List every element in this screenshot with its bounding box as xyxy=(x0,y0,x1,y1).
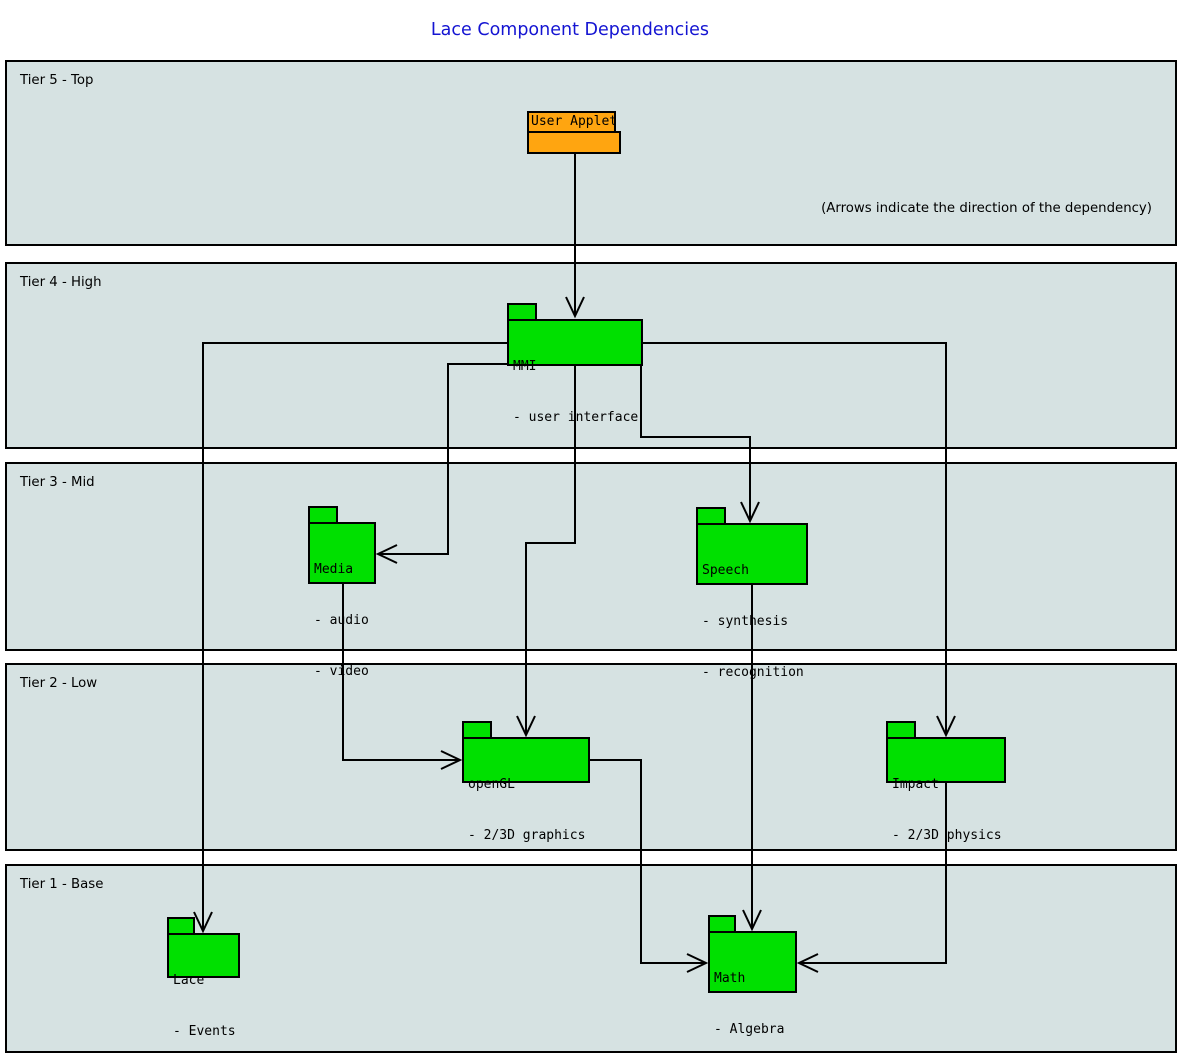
edge-impact-to-math xyxy=(796,783,947,973)
dependency-note: (Arrows indicate the direction of the de… xyxy=(821,201,1152,216)
node-lace-body: Lace - Events xyxy=(167,933,240,1039)
tier-5-label: Tier 5 - Top xyxy=(20,73,94,88)
node-opengl-tab xyxy=(462,721,492,737)
node-math-tab xyxy=(708,915,736,931)
tier-1-label: Tier 1 - Base xyxy=(20,877,104,892)
node-impact-name: Impact xyxy=(892,777,939,792)
node-media-name: Media xyxy=(314,562,354,577)
node-user-applet-body xyxy=(527,131,621,154)
node-speech-line: - recognition xyxy=(702,665,804,680)
node-lace-name: Lace xyxy=(173,973,205,988)
node-mmi-name: MMI xyxy=(513,359,537,374)
node-impact-body: Impact - 2/3D physics xyxy=(886,737,1006,843)
tier-4-label: Tier 4 - High xyxy=(20,275,102,290)
node-speech-body: Speech - synthesis - recognition xyxy=(696,523,808,680)
node-user-applet-label: User Applet xyxy=(527,111,617,133)
node-opengl-body: openGL - 2/3D graphics xyxy=(462,737,590,843)
node-media-line: - audio xyxy=(314,613,369,628)
node-speech-line: - synthesis xyxy=(702,614,789,629)
edge-media-to-opengl xyxy=(342,584,463,770)
edge-mmi-to-impact xyxy=(643,342,956,738)
edge-mmi-to-media xyxy=(375,363,507,564)
node-mmi-body: MMI - user interface xyxy=(507,319,643,425)
node-impact: Impact - 2/3D physics xyxy=(886,721,1006,843)
node-opengl-name: openGL xyxy=(468,777,515,792)
node-opengl-line: - 2/3D graphics xyxy=(468,828,586,843)
node-math: Math - Algebra - Geometry xyxy=(708,915,797,1037)
tier-2-band: Tier 2 - Low xyxy=(5,663,1177,851)
tier-2-label: Tier 2 - Low xyxy=(20,676,98,691)
node-math-name: Math xyxy=(714,971,746,986)
node-user-applet: User Applet xyxy=(527,111,621,154)
node-media-tab xyxy=(308,506,338,522)
node-math-line: - Algebra xyxy=(714,1022,785,1037)
edge-mmi-to-opengl xyxy=(516,365,576,738)
node-mmi-tab xyxy=(507,303,537,319)
edge-mmi-to-lace xyxy=(193,342,507,934)
tier-3-band: Tier 3 - Mid xyxy=(5,462,1177,651)
node-media-line: - video xyxy=(314,664,369,679)
tier-3-label: Tier 3 - Mid xyxy=(20,475,95,490)
node-lace-line: - Events xyxy=(173,1024,236,1039)
node-media-body: Media - audio - video xyxy=(308,522,376,679)
node-lace: Lace - Events xyxy=(167,917,240,1039)
edge-opengl-to-math xyxy=(590,759,709,973)
node-speech-tab xyxy=(696,507,726,523)
node-mmi-line: - user interface xyxy=(513,410,639,425)
node-mmi: MMI - user interface xyxy=(507,303,643,425)
node-media: Media - audio - video xyxy=(308,506,376,679)
diagram-title: Lace Component Dependencies xyxy=(430,20,710,40)
node-impact-line: - 2/3D physics xyxy=(892,828,1002,843)
node-math-body: Math - Algebra - Geometry xyxy=(708,931,797,1037)
node-lace-tab xyxy=(167,917,195,933)
node-speech: Speech - synthesis - recognition xyxy=(696,507,808,680)
node-speech-name: Speech xyxy=(702,563,749,578)
edge-mmi-to-speech xyxy=(640,365,760,524)
node-impact-tab xyxy=(886,721,916,737)
node-opengl: openGL - 2/3D graphics xyxy=(462,721,590,843)
